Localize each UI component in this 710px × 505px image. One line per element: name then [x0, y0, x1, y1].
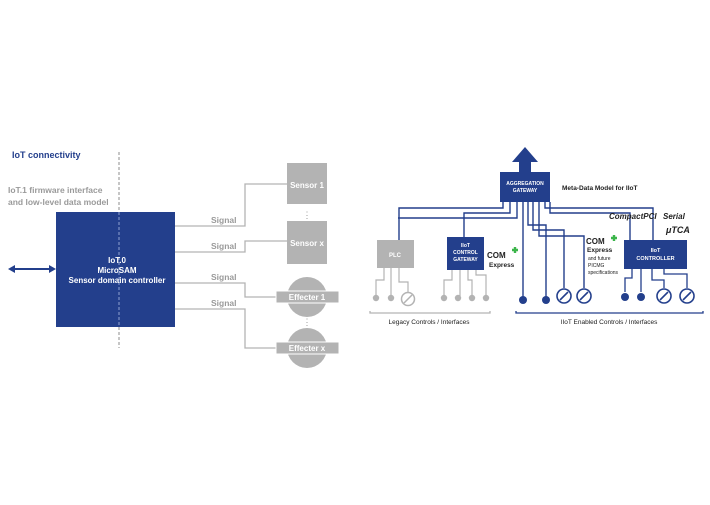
aggregation-gateway-box: [500, 172, 550, 202]
firmware-interface-label: IoT.1 firmware interface: [8, 185, 103, 195]
signal-connectors: [175, 183, 287, 349]
iiot-controller-box: [624, 240, 687, 269]
controller-gauge-icon-1: [656, 288, 672, 304]
plc-sensor-dot-1: [372, 294, 380, 302]
plc-box: [377, 240, 414, 268]
enabled-gauge-icon-1: [556, 288, 572, 304]
gateway-trunk-lines: [398, 202, 654, 300]
iiot-gateway-line2: CONTROL: [453, 250, 478, 256]
gateway-sensor-dot-1: [440, 294, 448, 302]
gateway-sensor-dot-4: [482, 294, 490, 302]
iiot-gateway-line3: GATEWAY: [453, 257, 478, 263]
controller-enabled-links: [624, 269, 688, 292]
compactpci-serial-text: Serial: [663, 212, 686, 221]
com-express-logo-express: Express: [489, 262, 515, 269]
com-express-future-note-1: and future: [588, 256, 611, 262]
controller-gauge-icon-2: [679, 288, 695, 304]
iiot-controller-line1: IIoT: [651, 248, 661, 254]
com-express-logo: COM Express: [487, 247, 518, 269]
aggregation-gateway-line2: GATEWAY: [513, 188, 538, 194]
meta-data-model-label: Meta-Data Model for IIoT: [562, 185, 638, 192]
controller-label-domain: Sensor domain controller: [69, 276, 166, 285]
signal-label-2: Signal: [211, 241, 237, 251]
enabled-sensor-dot-2: [542, 296, 550, 304]
effecter-1-label: Effecter 1: [289, 293, 326, 302]
controller-label-iot0: IoT.0: [108, 256, 126, 265]
iiot-control-gateway-box: [447, 237, 484, 270]
signal-label-1: Signal: [211, 215, 237, 225]
compactpci-serial-logo: CompactPCI Serial: [609, 212, 686, 221]
plc-gauge-icon: [400, 291, 416, 307]
enabled-gauge-icon-2: [576, 288, 592, 304]
gateway-sensor-dot-2: [454, 294, 462, 302]
gateway-legacy-links: [443, 270, 487, 296]
sensor-x-box: [287, 221, 327, 264]
sensor-1-box: [287, 163, 327, 204]
effecter-x-bar: [275, 341, 340, 355]
sensor-1-label: Sensor 1: [290, 181, 324, 190]
sensor-x-label: Sensor x: [290, 239, 324, 248]
enabled-bracket: [515, 311, 704, 314]
gateway-sensor-dot-3: [468, 294, 476, 302]
iiot-gateway-line1: IIoT: [461, 243, 470, 249]
effecter-1-bar: [275, 290, 340, 304]
iiot-controller-line2: CONTROLLER: [636, 256, 674, 262]
legacy-bracket: [369, 311, 491, 314]
controller-sensor-dot-2: [637, 293, 645, 301]
compactpci-text: CompactPCI: [609, 212, 657, 221]
com-express-future-logo: COM Express and future PICMG specificati…: [586, 235, 619, 276]
enabled-controls-label: IIoT Enabled Controls / Interfaces: [561, 319, 658, 326]
plc-sensor-dot-2: [387, 294, 395, 302]
controller-sensor-dot-1: [621, 293, 629, 301]
com-express-future-com: COM: [586, 237, 605, 246]
signal-label-4: Signal: [211, 298, 237, 308]
signal-label-3: Signal: [211, 272, 237, 282]
effecter-ellipsis: ⋮: [303, 317, 312, 327]
com-express-future-express: Express: [587, 247, 613, 254]
effecter-x-label: Effecter x: [289, 344, 326, 353]
controller-label-microsam: MicroSAM: [97, 266, 136, 275]
data-model-label: and low-level data model: [8, 197, 109, 207]
iot-connectivity-heading: IoT connectivity: [12, 150, 81, 160]
utca-logo: μTCA: [665, 225, 690, 235]
legacy-controls-label: Legacy Controls / Interfaces: [389, 319, 471, 326]
right-diagram: AGGREGATION GATEWAY Meta-Data Model for …: [369, 147, 704, 326]
com-express-future-note-3: specifications: [588, 270, 619, 276]
microsam-controller-box: [56, 212, 175, 327]
left-diagram: IoT connectivity IoT.1 firmware interfac…: [8, 150, 340, 368]
aggregation-gateway-line1: AGGREGATION: [506, 181, 544, 187]
sensor-ellipsis: ⋮: [303, 210, 312, 220]
plc-label: PLC: [389, 253, 402, 259]
com-express-future-note-2: PICMG: [588, 263, 605, 269]
com-express-logo-com: COM: [487, 251, 506, 260]
enabled-sensor-dot-1: [519, 296, 527, 304]
plc-legacy-links: [375, 268, 409, 296]
upward-arrow-icon: [512, 147, 538, 172]
bidirectional-arrow-icon: [8, 265, 56, 273]
